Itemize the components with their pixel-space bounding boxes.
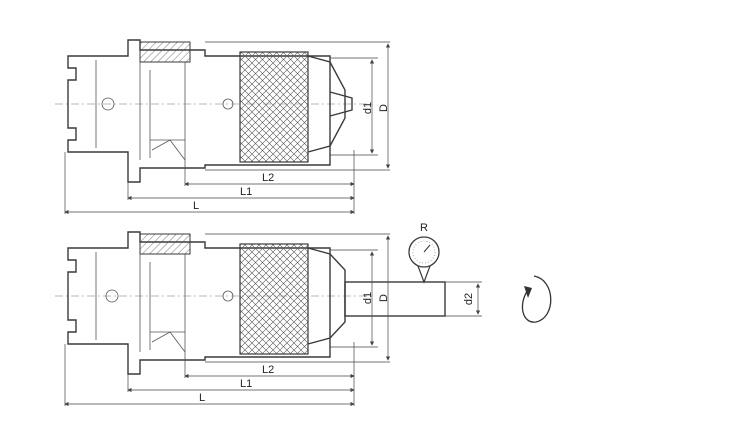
bottom-label-D: D [378,294,390,302]
bottom-label-d1: d1 [362,292,374,304]
dial-gauge-icon [408,236,440,284]
bottom-chuck-view [55,231,482,407]
bottom-label-L: L [199,392,205,404]
top-label-d1: d1 [362,102,374,114]
label-R: R [420,222,428,234]
bottom-label-L2: L2 [262,364,274,376]
top-label-D: D [378,104,390,112]
label-d2: d2 [463,293,475,305]
top-label-L: L [193,200,199,212]
bottom-label-L1: L1 [240,378,252,390]
top-label-L1: L1 [240,186,252,198]
top-label-L2: L2 [262,172,274,184]
top-chuck-view [55,39,391,215]
rotation-arrow-icon [521,275,552,323]
